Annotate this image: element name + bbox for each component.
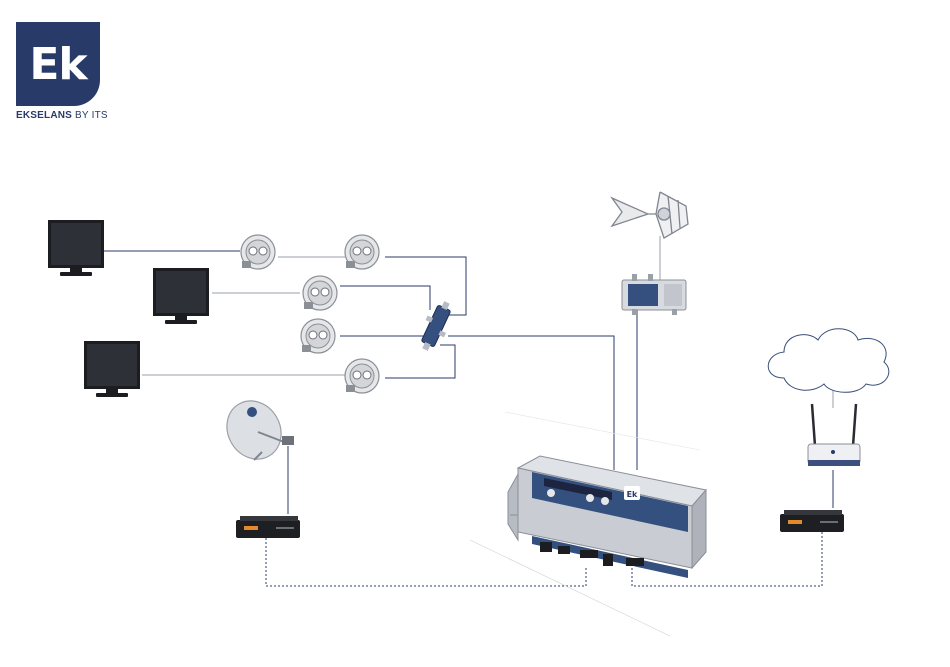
- cloud-icon: [768, 329, 889, 393]
- cable-socket3-splitter: [340, 286, 430, 310]
- cable-splitter-modulator: [448, 336, 614, 470]
- set-top-box-icon: [236, 516, 300, 538]
- amplifier-icon: [622, 274, 686, 315]
- router-icon: [808, 404, 860, 466]
- set-top-box-icon: [780, 510, 844, 532]
- wall-socket-icon: [345, 235, 379, 269]
- tv-icon: [153, 268, 209, 324]
- tv-icon: [84, 341, 140, 397]
- cable-lines: [104, 236, 833, 636]
- wall-socket-icon: [345, 359, 379, 393]
- splitter-icon: [414, 297, 458, 354]
- wall-socket-icon: [303, 276, 337, 310]
- antenna-icon: [612, 192, 688, 238]
- modulator-badge: Ek: [627, 490, 638, 499]
- modulator-icon: Ek: [508, 456, 706, 578]
- satellite-dish-icon: [216, 391, 294, 469]
- wall-socket-icon: [241, 235, 275, 269]
- wall-socket-icon: [301, 319, 335, 353]
- tv-icon: [48, 220, 104, 276]
- perspective-guide-2: [505, 412, 700, 450]
- cable-socket5-splitter: [385, 345, 455, 378]
